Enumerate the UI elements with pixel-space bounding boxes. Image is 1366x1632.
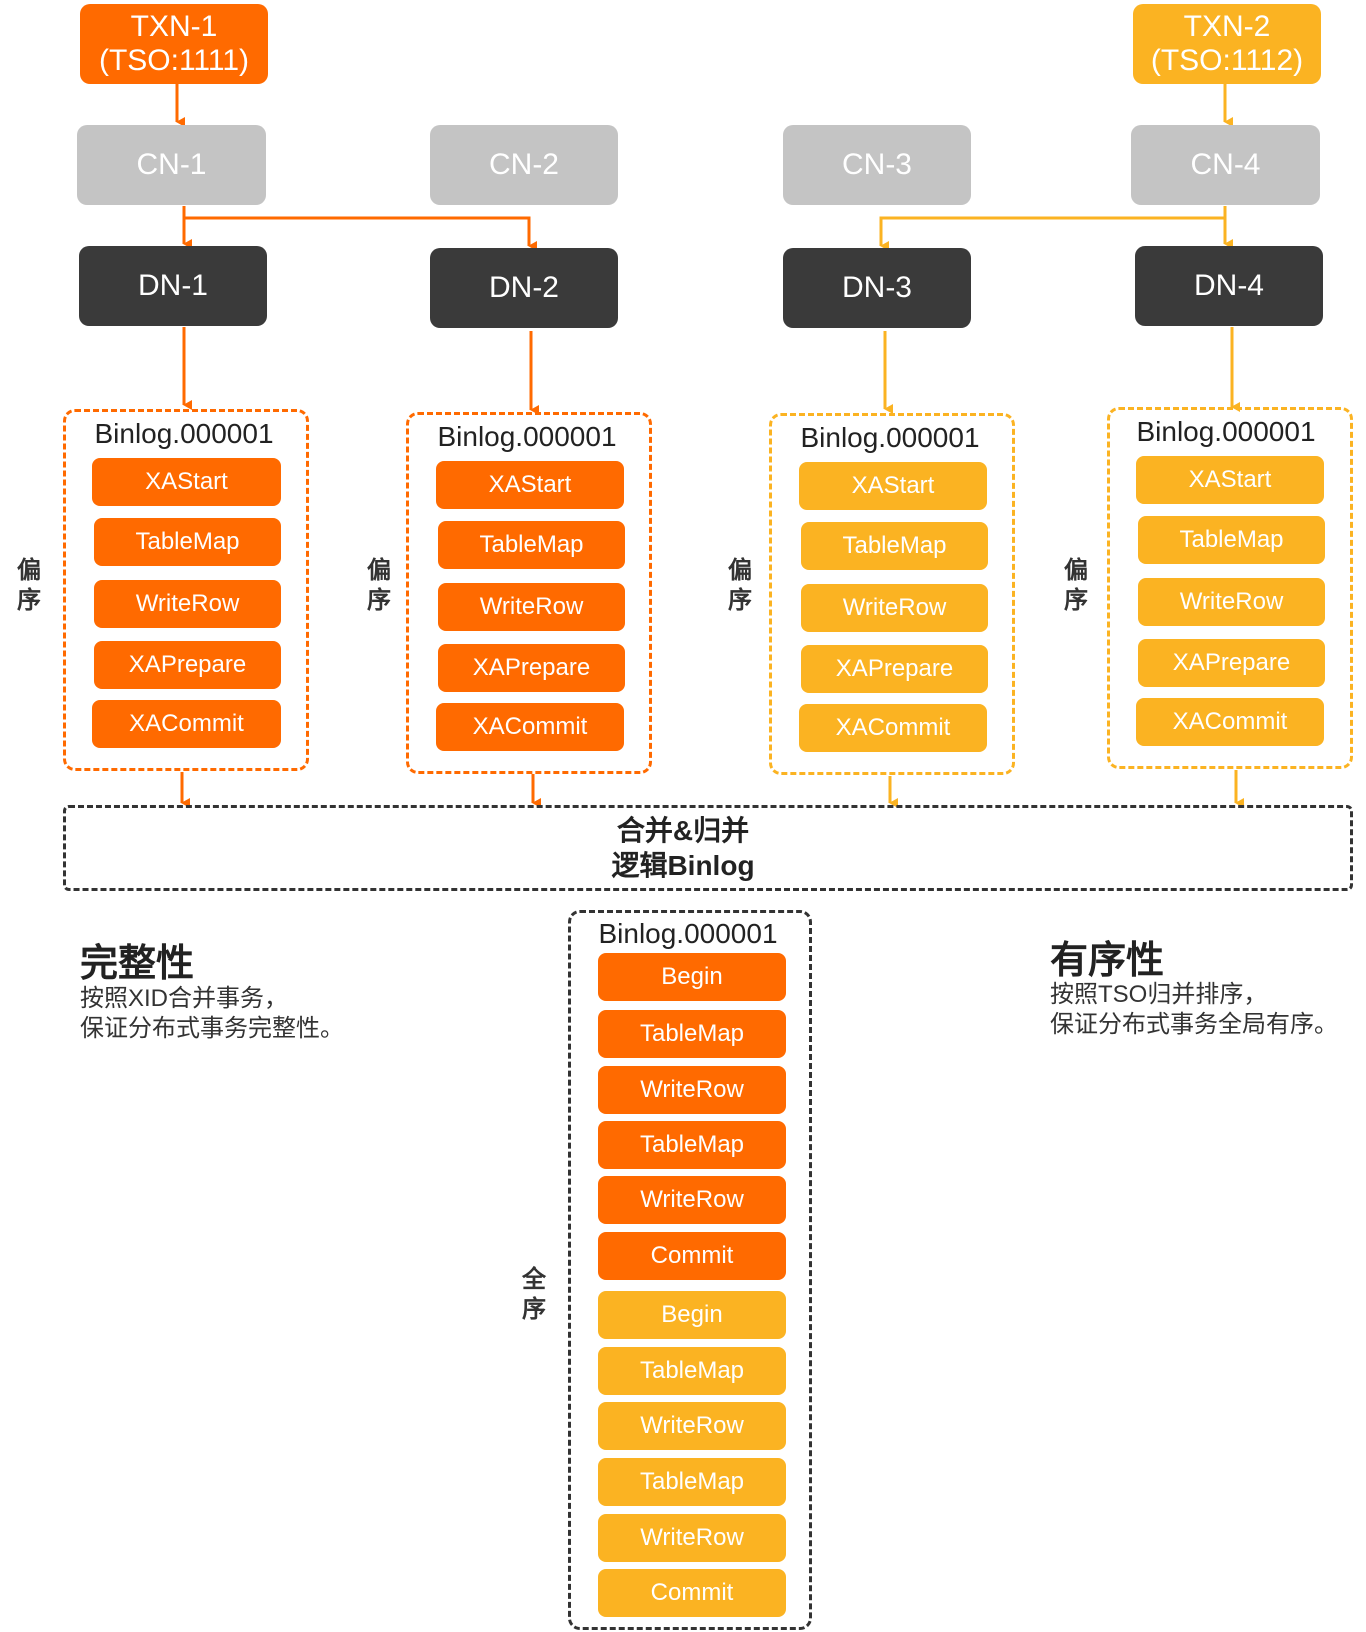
arrow-cn4-dn3 <box>879 216 1225 251</box>
cn-2-node: CN-2 <box>430 125 618 205</box>
integrity-title: 完整性 <box>80 943 195 985</box>
integrity-line-1: 按照XID合并事务， <box>80 985 289 1012</box>
dn-2-binlog-title: Binlog.000001 <box>437 421 617 452</box>
txn-1-tso: (TSO:1111) <box>98 44 250 77</box>
event-xacommit: XACommit <box>436 703 624 751</box>
partial-order-label: 偏 序 <box>17 557 41 614</box>
event-xacommit: XACommit <box>92 700 281 748</box>
event-xastart: XAStart <box>436 461 624 509</box>
partial-order-label: 偏 序 <box>367 557 391 614</box>
dn-2-binlog-box <box>406 412 652 774</box>
event-writerow: WriteRow <box>598 1402 786 1450</box>
event-commit: Commit <box>598 1232 786 1280</box>
event-xacommit: XACommit <box>799 704 987 752</box>
event-writerow: WriteRow <box>438 583 625 631</box>
total-order-label: 全 序 <box>522 1266 546 1323</box>
event-writerow: WriteRow <box>598 1066 786 1114</box>
cn-4-node: CN-4 <box>1131 125 1320 205</box>
dn-1-binlog-title: Binlog.000001 <box>94 418 274 449</box>
merge-title: 合并&归并 <box>616 815 750 846</box>
partial-order-label: 偏 序 <box>728 557 752 614</box>
merge-subtitle: 逻辑Binlog <box>611 850 755 881</box>
event-tablemap: TableMap <box>598 1458 786 1506</box>
event-tablemap: TableMap <box>94 518 281 566</box>
ordering-line-2: 保证分布式事务全局有序。 <box>1050 1011 1338 1038</box>
event-writerow: WriteRow <box>1138 578 1325 626</box>
event-xacommit: XACommit <box>1136 698 1324 746</box>
dn-4-binlog-title: Binlog.000001 <box>1136 416 1316 447</box>
cn-3-node: CN-3 <box>783 125 971 205</box>
dn-1-node: DN-1 <box>79 246 267 326</box>
event-xaprepare: XAPrepare <box>438 644 625 692</box>
txn-2-label: TXN-2 <box>1183 10 1271 43</box>
partial-order-label: 偏 序 <box>1064 557 1088 614</box>
event-writerow: WriteRow <box>598 1176 786 1224</box>
event-begin: Begin <box>598 953 786 1001</box>
event-xaprepare: XAPrepare <box>801 645 988 693</box>
event-tablemap: TableMap <box>598 1347 786 1395</box>
arrow-cn1-dn2 <box>184 216 537 251</box>
txn-1-label: TXN-1 <box>130 10 218 43</box>
cn-1-node: CN-1 <box>77 125 266 205</box>
event-tablemap: TableMap <box>438 521 625 569</box>
dn-1-binlog-box <box>63 409 309 771</box>
global-binlog-title: Binlog.000001 <box>598 918 778 949</box>
merge-box <box>63 805 1353 891</box>
event-xastart: XAStart <box>799 462 987 510</box>
event-xastart: XAStart <box>1136 456 1324 504</box>
dn-4-binlog-box <box>1107 407 1353 769</box>
event-writerow: WriteRow <box>598 1514 786 1562</box>
event-tablemap: TableMap <box>1138 516 1325 564</box>
event-tablemap: TableMap <box>598 1010 786 1058</box>
ordering-title: 有序性 <box>1050 940 1165 982</box>
dn-3-node: DN-3 <box>783 248 971 328</box>
event-writerow: WriteRow <box>801 584 988 632</box>
dn-3-binlog-box <box>769 413 1015 775</box>
event-xaprepare: XAPrepare <box>1138 639 1325 687</box>
event-xastart: XAStart <box>92 458 281 506</box>
event-begin: Begin <box>598 1291 786 1339</box>
txn-2-node: TXN-2 (TSO:1112) <box>1133 4 1321 84</box>
txn-2-tso: (TSO:1112) <box>1150 44 1304 77</box>
event-commit: Commit <box>598 1569 786 1617</box>
global-binlog-box <box>568 910 812 1630</box>
dn-3-binlog-title: Binlog.000001 <box>800 422 980 453</box>
integrity-line-2: 保证分布式事务完整性。 <box>80 1015 344 1042</box>
dn-4-node: DN-4 <box>1135 246 1323 326</box>
txn-1-node: TXN-1 (TSO:1111) <box>80 4 268 84</box>
event-writerow: WriteRow <box>94 580 281 628</box>
event-xaprepare: XAPrepare <box>94 641 281 689</box>
event-tablemap: TableMap <box>801 522 988 570</box>
event-tablemap: TableMap <box>598 1121 786 1169</box>
dn-2-node: DN-2 <box>430 248 618 328</box>
ordering-line-1: 按照TSO归并排序， <box>1050 981 1268 1008</box>
